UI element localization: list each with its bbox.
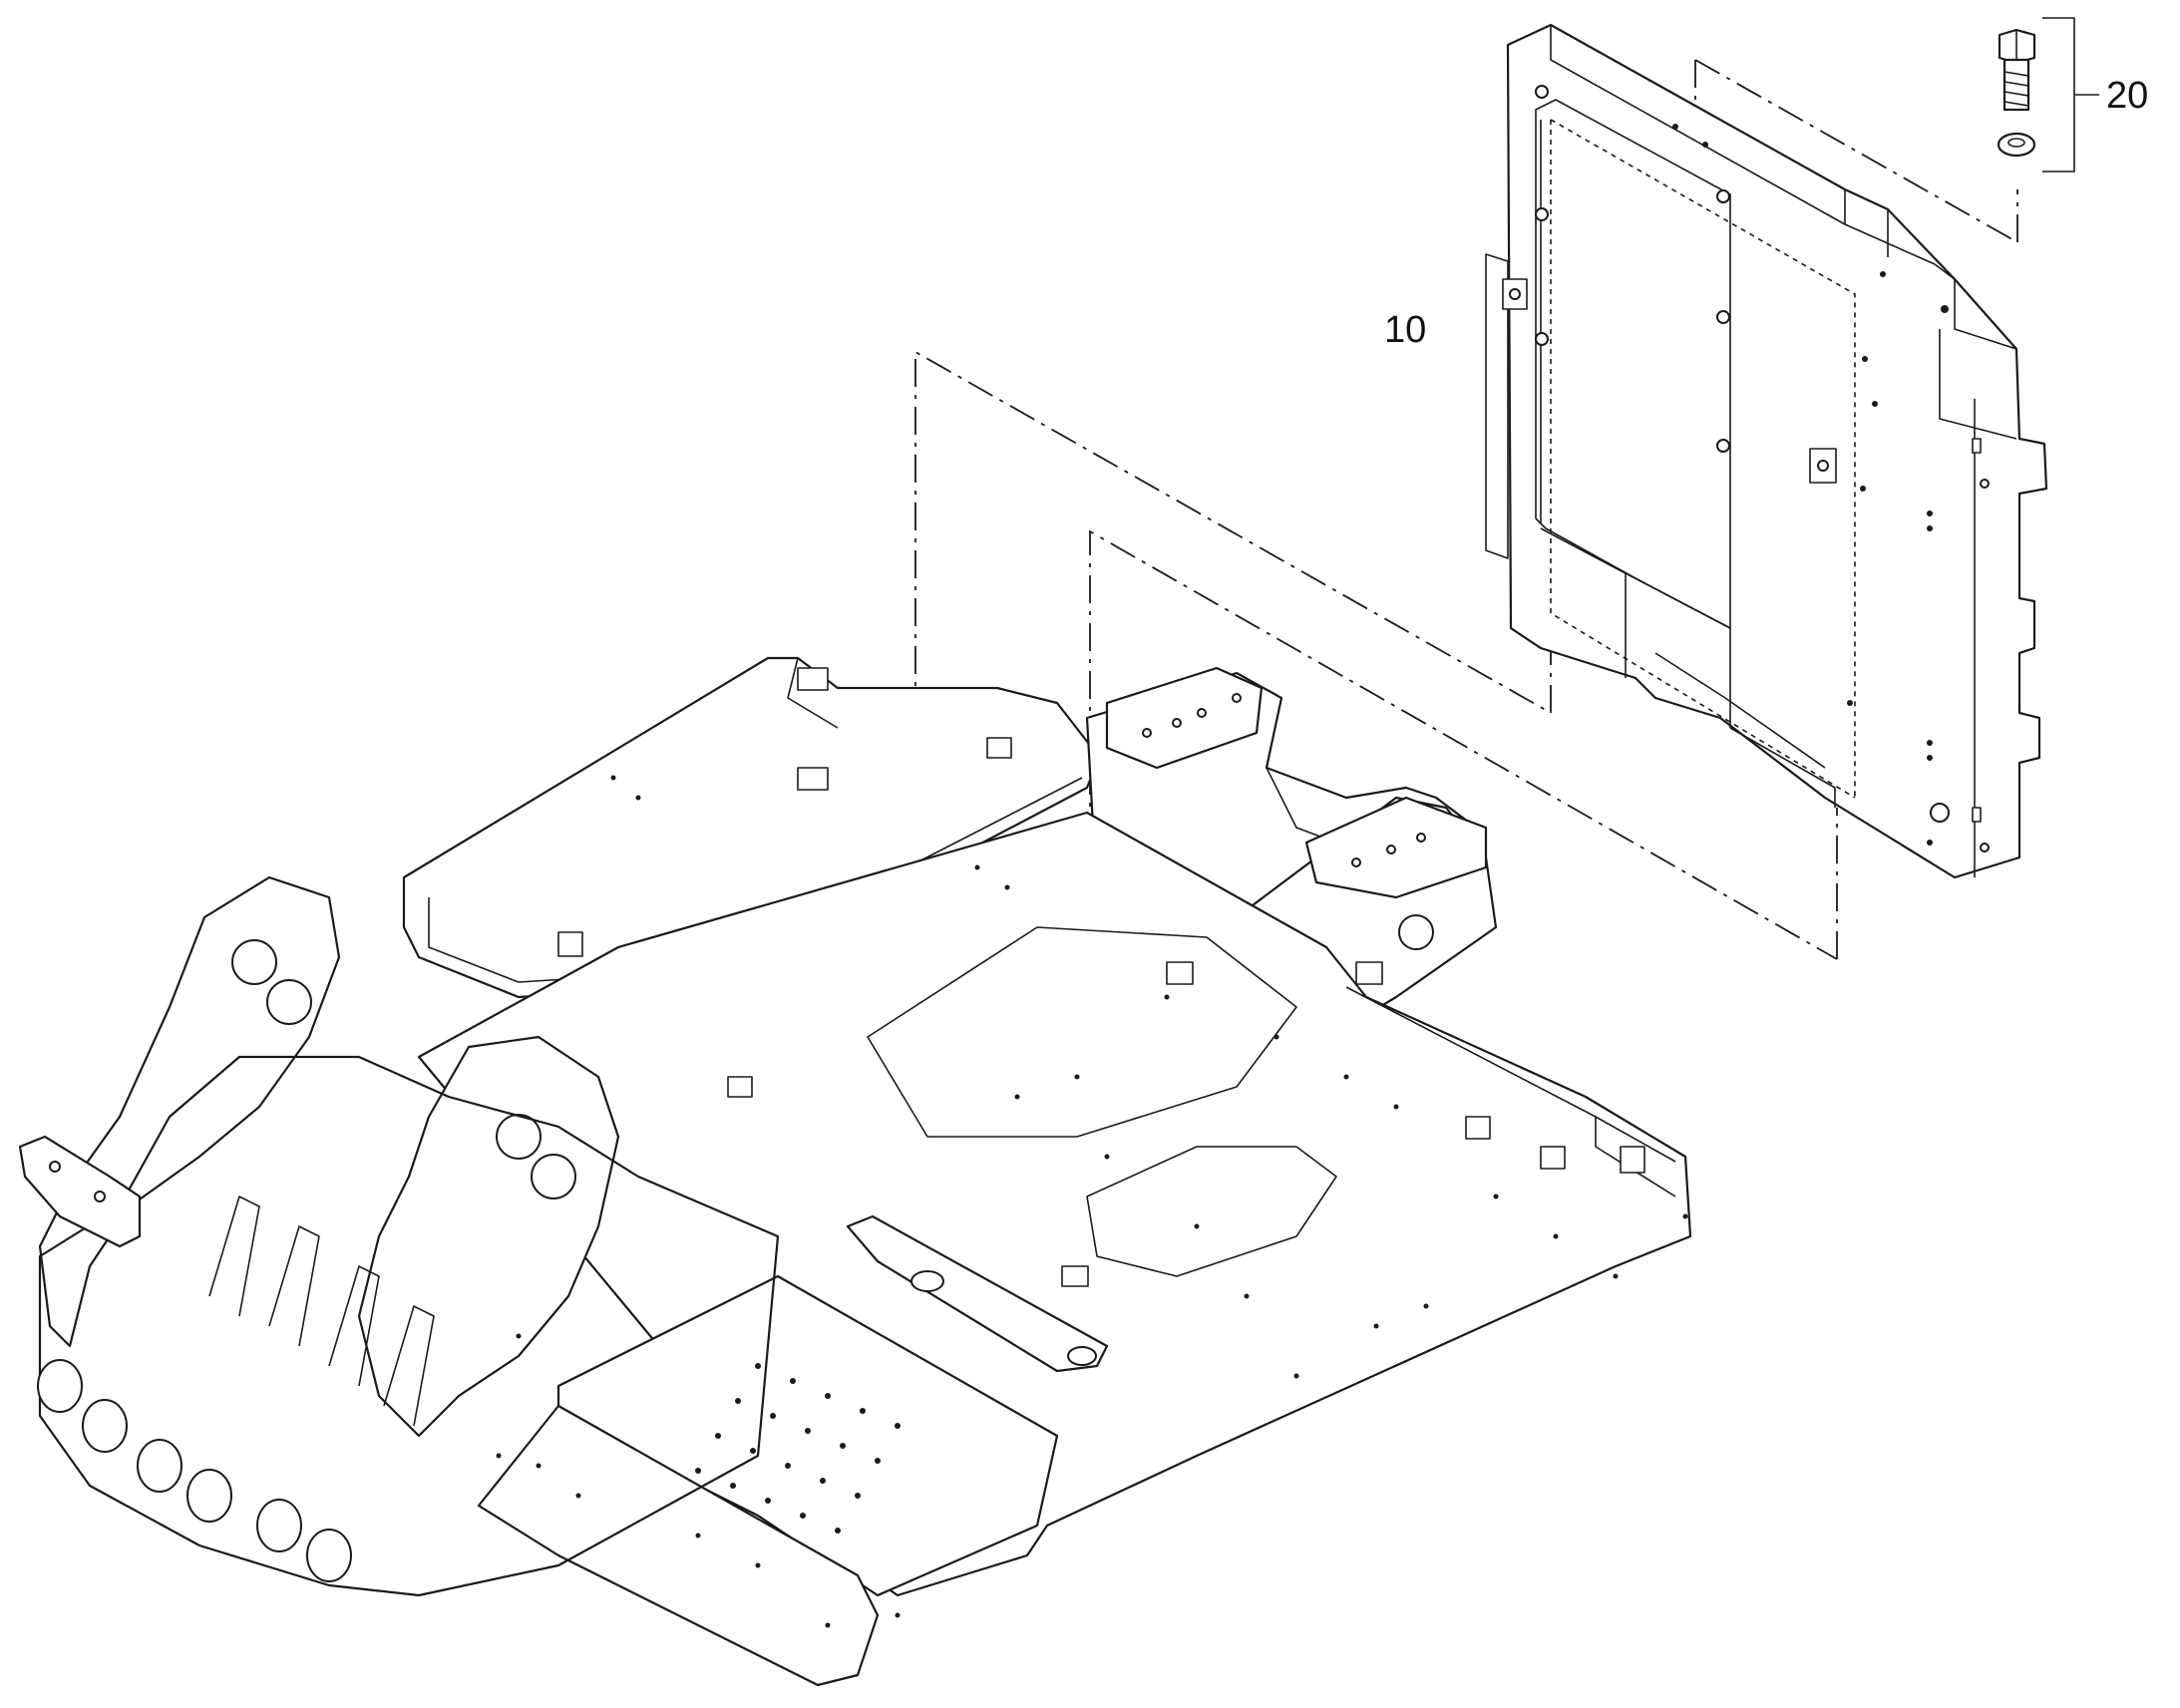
side-panel-icon bbox=[1485, 23, 2048, 879]
washer-icon bbox=[1997, 132, 2036, 158]
fastener-bracket bbox=[2042, 17, 2099, 172]
fastener-callout-label: 20 bbox=[2106, 75, 2148, 117]
chassis-frame-icon bbox=[18, 656, 1692, 1687]
deck-hole-grid bbox=[695, 1363, 901, 1534]
hex-bolt-icon bbox=[1998, 28, 2036, 112]
panel-callout-label: 10 bbox=[1384, 309, 1426, 351]
front-lugs bbox=[37, 1196, 435, 1582]
